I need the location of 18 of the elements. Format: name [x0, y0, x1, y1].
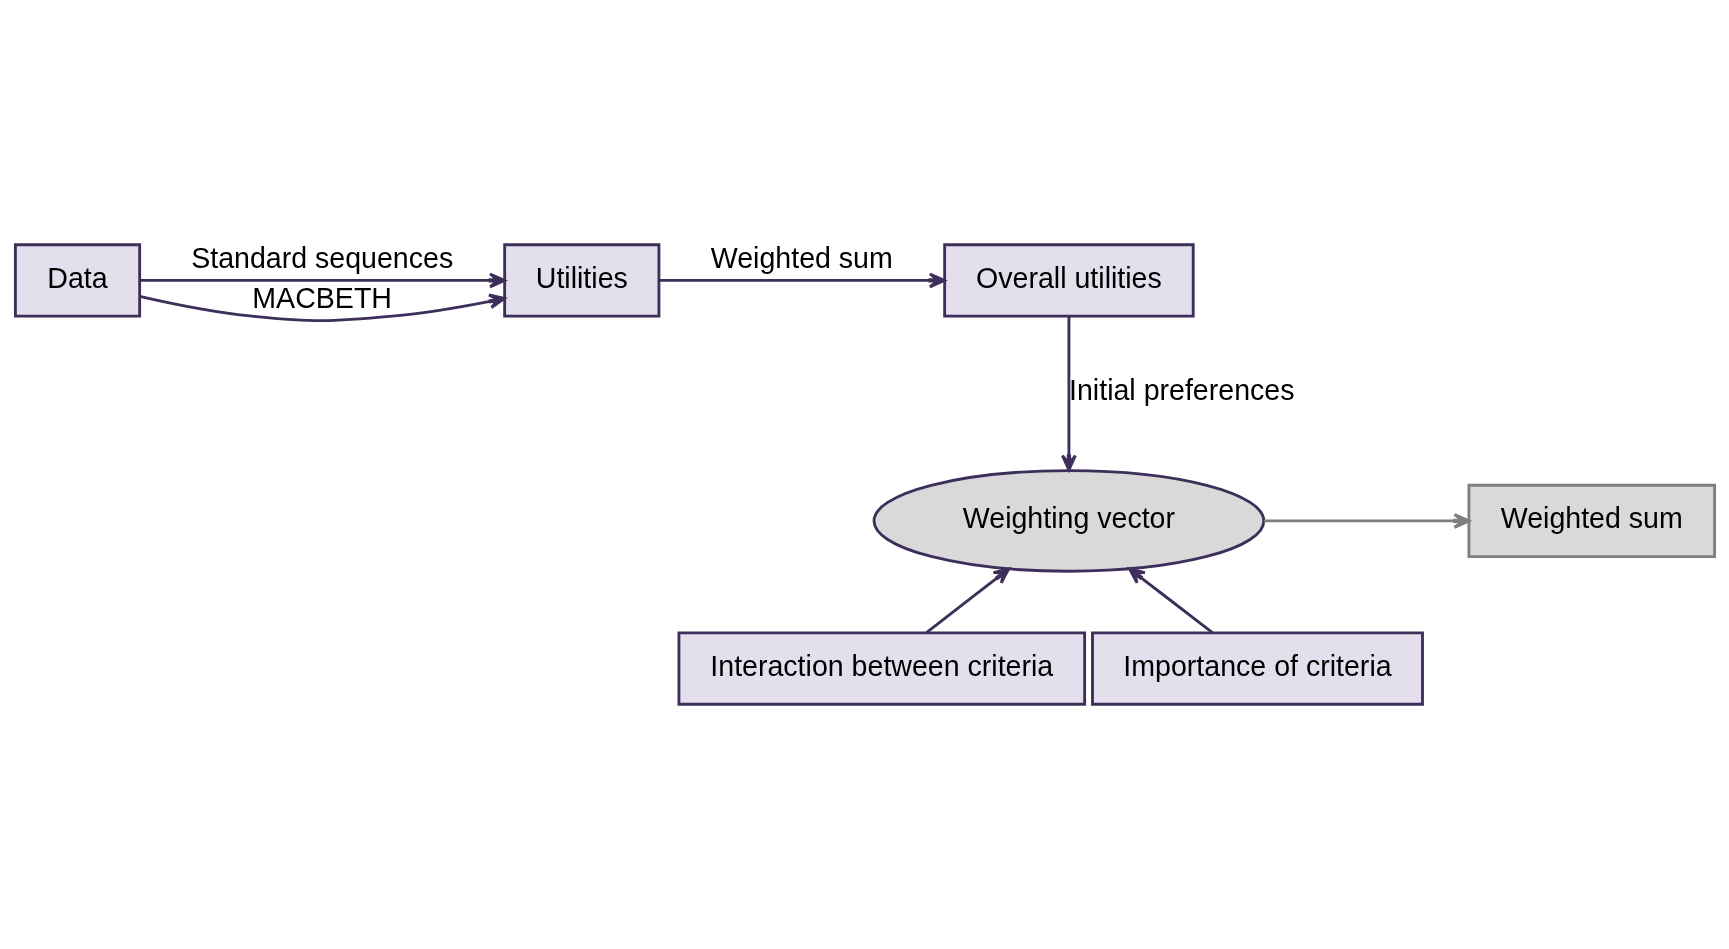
node-box: Importance of criteria: [1090, 631, 1424, 706]
arrow: [1263, 513, 1470, 529]
arrow: [658, 272, 946, 289]
edge-label: Standard sequences: [190, 241, 453, 274]
edge-label: Weighted sum: [710, 241, 893, 274]
arrow: [139, 272, 506, 289]
edge-label: MACBETH: [251, 281, 392, 314]
node-ellipse: Weighting vector: [872, 469, 1265, 573]
arrow: [1060, 316, 1077, 472]
node-box: Data: [13, 243, 141, 318]
arrow: [1127, 567, 1213, 634]
node-box: Interaction between criteria: [677, 631, 1086, 706]
arrow: [925, 567, 1010, 634]
edge-label: Initial preferences: [1068, 374, 1294, 407]
node-box: Overall utilities: [942, 243, 1195, 318]
node-box: Weighted sum: [1467, 483, 1716, 559]
arrow: [138, 293, 506, 323]
node-box: Utilities: [502, 243, 660, 318]
